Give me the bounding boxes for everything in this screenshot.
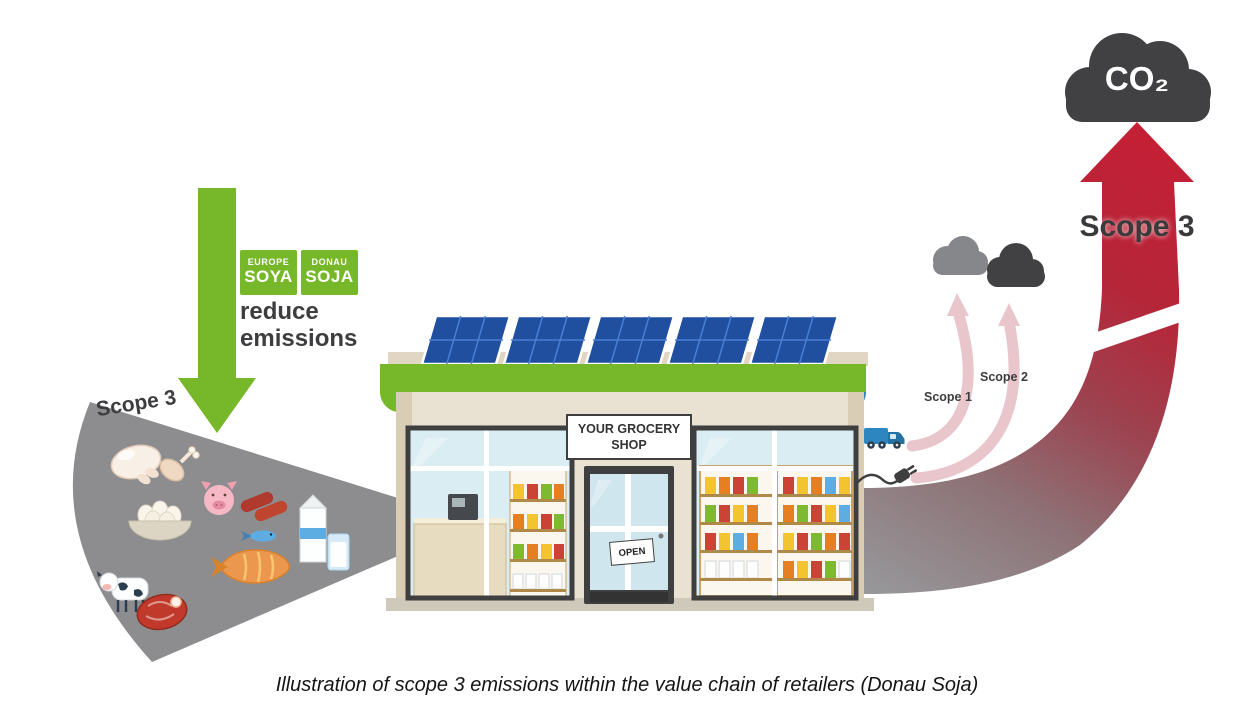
scope1-label: Scope 1 <box>924 390 972 404</box>
scope2-cloud-icon <box>987 243 1045 287</box>
scope2-label: Scope 2 <box>980 370 1028 384</box>
door-handle <box>658 533 664 539</box>
reduce-emissions-text: reduce emissions <box>240 298 358 353</box>
logo-bottom-text: SOYA <box>244 267 293 287</box>
logo-top-text: EUROPE <box>247 257 290 268</box>
grocery-shop <box>380 314 874 611</box>
fish-icon <box>241 530 276 542</box>
logo-top-text: DONAU <box>311 257 348 268</box>
scope3-arrow-break <box>1049 292 1217 366</box>
donau-soja-logo: DONAU SOJA <box>301 250 358 295</box>
scope1-arrow <box>906 306 974 452</box>
logo-bottom-text: SOJA <box>305 267 354 287</box>
shop-door <box>584 466 674 604</box>
down-arrow-icon <box>178 188 256 433</box>
salmon-icon <box>211 549 290 584</box>
co2-label: CO₂ <box>1104 60 1170 97</box>
sidewalk <box>386 598 874 611</box>
sausage-icon <box>240 491 288 522</box>
meat-icon <box>136 593 188 631</box>
scope1-arrowhead <box>947 293 969 316</box>
pig-icon <box>201 481 237 515</box>
reduce-line2: emissions <box>240 324 358 352</box>
scope2-arrow <box>910 316 1020 484</box>
drumstick-icon <box>159 446 200 482</box>
logos: EUROPE SOYA DONAU SOJA <box>240 250 358 295</box>
chicken-icon <box>110 444 162 485</box>
solar-panel-icon <box>420 314 840 366</box>
scope1-cloud-icon <box>933 236 988 275</box>
delivery-truck-icon <box>864 428 905 449</box>
right-window <box>691 425 859 601</box>
scope3-arrow <box>862 122 1194 594</box>
left-window <box>405 425 575 601</box>
co2-cloud-icon <box>1065 33 1211 122</box>
scope3-funnel <box>72 402 399 662</box>
scope2-arrowhead <box>998 303 1020 326</box>
shop-sign-text: YOUR GROCERY SHOP <box>577 421 681 452</box>
caption: Illustration of scope 3 emissions within… <box>275 674 979 696</box>
milk-glass-icon <box>327 533 350 571</box>
power-plug-icon <box>855 465 917 485</box>
europe-soya-logo: EUROPE SOYA <box>240 250 297 295</box>
cow-icon <box>97 571 149 612</box>
shop-sign: YOUR GROCERY SHOP <box>566 414 692 460</box>
reduce-line1: reduce <box>240 298 319 325</box>
scope3-label: Scope 3 <box>1079 210 1195 243</box>
eggs-icon <box>128 500 192 541</box>
open-sign: OPEN <box>609 538 655 566</box>
milk-carton-icon <box>298 494 328 563</box>
